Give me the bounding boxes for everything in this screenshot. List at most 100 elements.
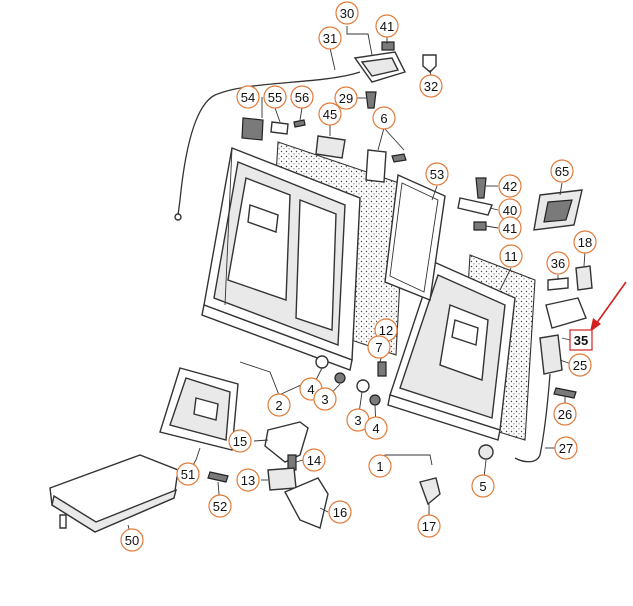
callout-7-19: 7 bbox=[367, 335, 391, 359]
callout-label-text: 5 bbox=[479, 479, 486, 494]
callout-6-9: 6 bbox=[372, 106, 396, 130]
callout-31-2: 31 bbox=[318, 26, 342, 50]
callout-41-1: 41 bbox=[375, 14, 399, 38]
callout-label-text: 1 bbox=[376, 459, 383, 474]
callout-label-text: 3 bbox=[354, 413, 361, 428]
clip-32 bbox=[422, 54, 437, 73]
callout-label-text: 45 bbox=[323, 107, 337, 122]
clip-14 bbox=[287, 454, 297, 471]
callout-30-0: 30 bbox=[335, 1, 359, 25]
cover-45 bbox=[315, 135, 346, 159]
callout-35-20: 35 bbox=[569, 329, 593, 351]
callout-27-33: 27 bbox=[554, 436, 578, 460]
callout-label-text: 51 bbox=[181, 467, 195, 482]
seat-cushion-50 bbox=[49, 454, 179, 533]
bracket-6 bbox=[365, 149, 387, 183]
cap-5 bbox=[478, 444, 494, 460]
trim-15 bbox=[264, 421, 309, 463]
callout-4-26: 4 bbox=[364, 416, 388, 440]
bolt-42 bbox=[475, 177, 487, 199]
callout-17-38: 17 bbox=[417, 514, 441, 538]
callout-11-15: 11 bbox=[499, 244, 523, 268]
callout-50-37: 50 bbox=[120, 528, 144, 552]
left-seatback-frame bbox=[201, 147, 361, 371]
callout-label-text: 55 bbox=[268, 90, 282, 105]
callout-label-text: 53 bbox=[430, 167, 444, 182]
callout-label-text: 40 bbox=[503, 203, 517, 218]
screw-56 bbox=[293, 119, 306, 128]
callout-18-16: 18 bbox=[573, 230, 597, 254]
callout-label-text: 4 bbox=[307, 382, 314, 397]
callout-14-29: 14 bbox=[302, 448, 326, 472]
handle-54 bbox=[241, 117, 264, 141]
callout-54-4: 54 bbox=[236, 85, 260, 109]
pin-7 bbox=[377, 361, 387, 377]
bolt-26 bbox=[553, 387, 577, 399]
callout-26-27: 26 bbox=[553, 402, 577, 426]
callout-label-text: 30 bbox=[340, 6, 354, 21]
callout-label-text: 41 bbox=[503, 221, 517, 236]
callout-label-text: 56 bbox=[295, 90, 309, 105]
nut-41b bbox=[473, 221, 487, 231]
callout-label-text: 2 bbox=[275, 398, 282, 413]
washer-3a bbox=[315, 355, 329, 369]
washer-4b bbox=[369, 394, 381, 406]
trim-16 bbox=[284, 477, 329, 529]
callout-label-text: 11 bbox=[504, 249, 518, 264]
callout-52-36: 52 bbox=[208, 494, 232, 518]
release-cable-31 bbox=[177, 71, 361, 216]
callout-label-text: 42 bbox=[503, 179, 517, 194]
callout-label-text: 41 bbox=[380, 19, 394, 34]
bolt-29 bbox=[365, 91, 377, 109]
callout-29-7: 29 bbox=[334, 86, 358, 110]
right-seatback-frame bbox=[387, 261, 516, 441]
callout-label-text: 50 bbox=[125, 533, 139, 548]
callout-53-10: 53 bbox=[425, 162, 449, 186]
cable-27 bbox=[514, 373, 551, 463]
callout-label-text: 15 bbox=[233, 434, 247, 449]
callout-label-text: 6 bbox=[380, 111, 387, 126]
callout-label-text: 7 bbox=[375, 340, 382, 355]
callout-3-24: 3 bbox=[313, 387, 337, 411]
callout-label-text: 26 bbox=[558, 407, 572, 422]
callout-label-text: 25 bbox=[573, 358, 587, 373]
callout-13-31: 13 bbox=[236, 468, 260, 492]
strap-40 bbox=[457, 197, 493, 216]
callout-label-text: 13 bbox=[241, 473, 255, 488]
latch-mechanism bbox=[353, 41, 406, 83]
washer-4a bbox=[334, 372, 346, 384]
bolt-36 bbox=[547, 277, 569, 291]
callout-32-3: 32 bbox=[419, 74, 443, 98]
callout-42-11: 42 bbox=[498, 174, 522, 198]
callout-label-text: 52 bbox=[213, 499, 227, 514]
hook-17 bbox=[419, 477, 441, 506]
highlight-arrow bbox=[595, 281, 627, 325]
bracket-55 bbox=[270, 121, 289, 135]
callout-2-22: 2 bbox=[267, 393, 291, 417]
washer-3b bbox=[356, 379, 370, 393]
callout-15-28: 15 bbox=[228, 429, 252, 453]
callout-label-text: 12 bbox=[379, 323, 393, 338]
callout-16-35: 16 bbox=[328, 500, 352, 524]
callout-36-17: 36 bbox=[546, 251, 570, 275]
wire-frame-53 bbox=[384, 173, 446, 301]
callout-label-text: 3 bbox=[321, 392, 328, 407]
callout-1-32: 1 bbox=[368, 454, 392, 478]
callout-40-12: 40 bbox=[498, 198, 522, 222]
callout-label-text: 18 bbox=[578, 235, 592, 250]
callout-label-text: 31 bbox=[323, 31, 337, 46]
callout-label-text: 29 bbox=[339, 91, 353, 106]
bolt-52 bbox=[207, 471, 229, 483]
cap-18 bbox=[575, 265, 593, 291]
callout-55-5: 55 bbox=[263, 85, 287, 109]
callout-5-34: 5 bbox=[471, 474, 495, 498]
callout-label-text: 35 bbox=[574, 333, 588, 348]
lock-25 bbox=[539, 334, 563, 375]
callout-45-8: 45 bbox=[318, 102, 342, 126]
callout-51-30: 51 bbox=[176, 462, 200, 486]
callout-25-21: 25 bbox=[568, 353, 592, 377]
bracket-13 bbox=[267, 467, 297, 491]
